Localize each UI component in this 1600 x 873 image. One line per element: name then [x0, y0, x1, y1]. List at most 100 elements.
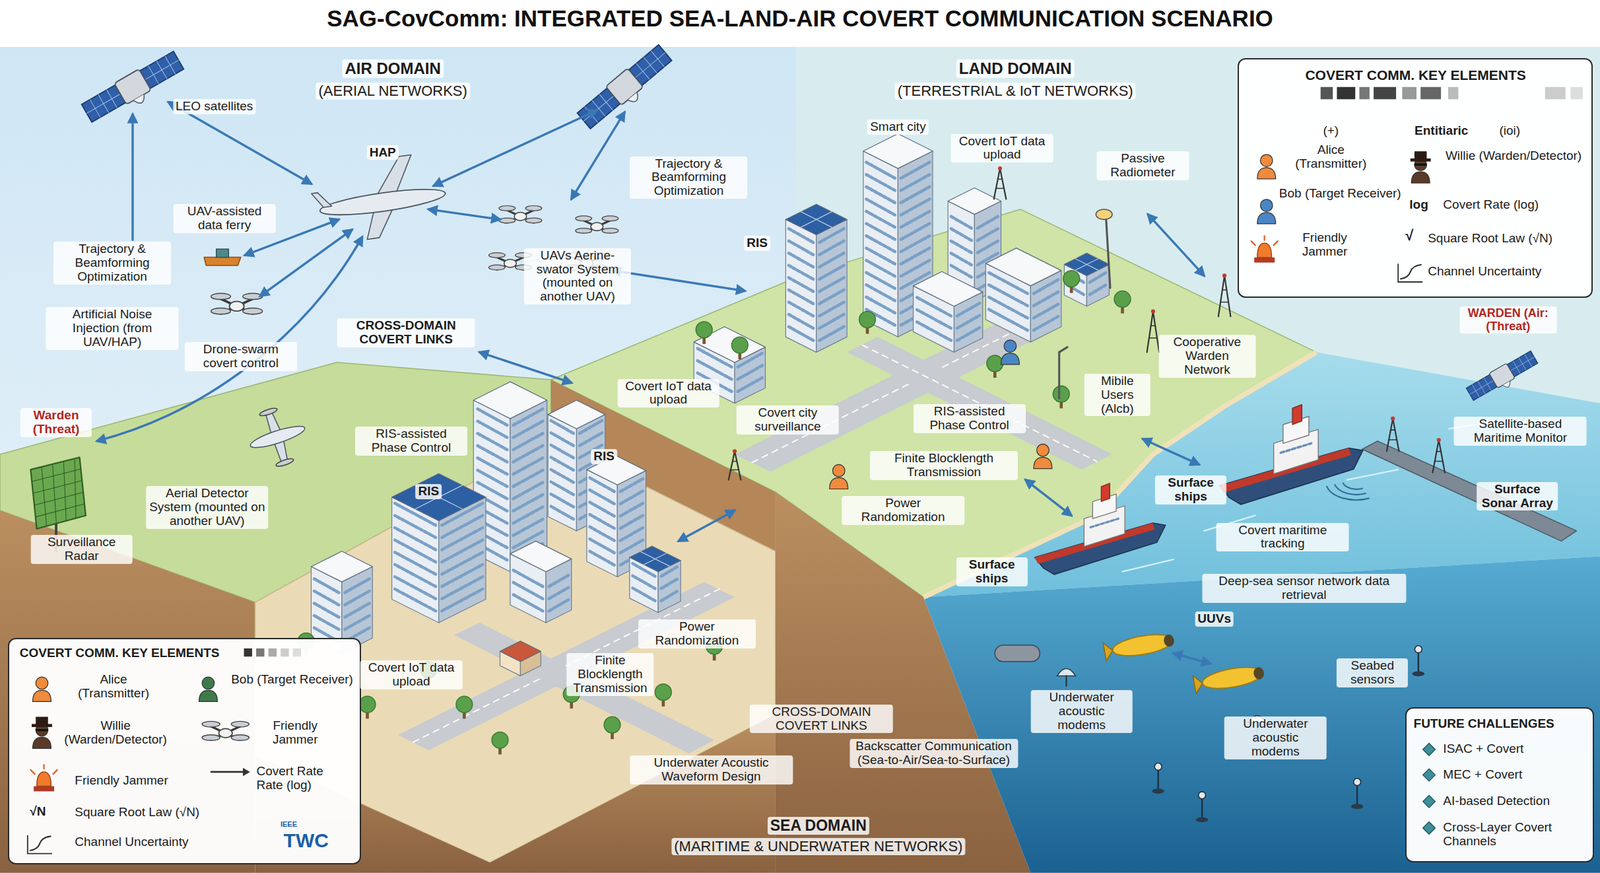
scene-label: Finite Blocklength Transmission [869, 450, 1018, 480]
window-row [788, 302, 814, 317]
person-icon [1257, 154, 1276, 179]
legend-item: Willie (Warden/Detector) [1442, 149, 1585, 164]
legend-item: Willie (Warden/Detector) [49, 718, 183, 747]
scene-label: Seabed sensors [1336, 658, 1408, 688]
aerial-detector [241, 400, 315, 474]
drone-icon [499, 205, 542, 224]
person-icon [1411, 158, 1430, 183]
tower-bar [1149, 337, 1158, 339]
person-icon [199, 676, 218, 701]
building [985, 248, 1061, 342]
drone-body [590, 222, 604, 231]
person-icon [1033, 443, 1053, 468]
satellite-icon [80, 49, 188, 130]
window-row [977, 216, 999, 229]
tower-icon [994, 166, 1007, 199]
window-row [394, 551, 436, 574]
hat-crown [36, 716, 49, 725]
tree-crown [359, 695, 376, 713]
window-row [977, 228, 999, 241]
window-row [345, 578, 370, 593]
scene-label: Underwater acoustic modems [1224, 716, 1327, 760]
window-row [1033, 291, 1059, 306]
deep-sea [923, 556, 1600, 873]
siren-ray [43, 764, 45, 769]
window-row [620, 539, 643, 553]
scene-label: Covert IoT data upload [360, 660, 463, 690]
drone-rotor [488, 264, 505, 270]
scene-label: CROSS-DOMAIN COVERT LINKS [337, 318, 476, 348]
radar-grid [33, 480, 82, 494]
diagram-title: SAG-CovComm: INTEGRATED SEA-LAND-AIR COV… [326, 5, 1274, 32]
window-row [788, 265, 814, 280]
drone-rotor [201, 721, 220, 728]
aircraft-fuselage [318, 184, 447, 220]
legend-item: Cross-Layer Covert Channels [1442, 820, 1586, 849]
scene-label: Aerial Detector System (mounted on anoth… [145, 485, 269, 529]
seabed-sensor-head [1154, 763, 1162, 771]
window-row [314, 590, 339, 605]
building-roof [863, 133, 933, 169]
scene-label: Covert IoT data upload [951, 133, 1054, 164]
tree-crown [654, 683, 672, 701]
drone-rotor [575, 215, 593, 222]
drone-rotor [601, 228, 619, 234]
window-row [590, 477, 615, 492]
window-row [957, 302, 980, 316]
window-row [579, 420, 602, 434]
drone-rotor [499, 205, 516, 212]
tower-leg [1392, 418, 1399, 451]
window-row [394, 515, 436, 538]
ship-funnel [1100, 483, 1110, 502]
person-body [33, 689, 52, 701]
window-row [1033, 316, 1059, 331]
person-icon [1257, 199, 1276, 224]
drone-rotor [242, 308, 263, 315]
drone-rotor [525, 217, 542, 224]
tree [1114, 291, 1131, 314]
building-face [734, 347, 766, 404]
siren-ray [1264, 236, 1266, 241]
tree-crown [986, 355, 1004, 372]
tower-bar [732, 460, 737, 463]
tree [603, 716, 621, 739]
scene-label: Surface Sonar Array [1476, 481, 1559, 511]
aircraft-tail [311, 190, 333, 209]
window-row [819, 265, 844, 280]
scene-label: Trajectory & Beamforming Optimization [53, 241, 171, 285]
scene-label: Underwater acoustic modems [1030, 689, 1133, 733]
window-row [819, 228, 844, 243]
tower-bar [1220, 301, 1229, 303]
hat-crown [1414, 151, 1428, 160]
window-row [590, 514, 615, 529]
legend-item: Bob (Target Receiver) [231, 672, 354, 687]
satellite-icon [576, 43, 678, 136]
scene-label: Surveillance Radar [30, 534, 133, 564]
window-row [314, 603, 339, 618]
drone-rotor [211, 308, 232, 315]
curve-line [1400, 264, 1422, 280]
bullet-diamond [1422, 821, 1435, 835]
scene-label: Finite Blocklength Transmission [566, 652, 654, 696]
seabed-sensor-head [1198, 791, 1206, 799]
window-row [590, 489, 615, 504]
redacted-mark [1448, 87, 1459, 100]
scene-label: RIS-assisted Phase Control [355, 426, 468, 456]
radiometer-pole [1106, 219, 1111, 288]
boat-cabin [216, 248, 230, 257]
tower-icon [1386, 416, 1400, 452]
window-row [788, 314, 814, 329]
window-row [345, 603, 370, 618]
scene-label: LAND DOMAIN [956, 59, 1075, 78]
seabed-sensor-base [1412, 670, 1426, 676]
tower-top [1222, 273, 1227, 278]
scene-label: Drone-swarm covert control [184, 341, 298, 371]
building-roof [392, 473, 486, 521]
person-body [1001, 353, 1020, 365]
legend-item: Channel Uncertainty [1427, 264, 1542, 279]
building [392, 473, 486, 623]
building-roof [510, 540, 572, 571]
window-row [988, 284, 1028, 306]
window-row [551, 457, 574, 470]
window-row [900, 162, 930, 179]
